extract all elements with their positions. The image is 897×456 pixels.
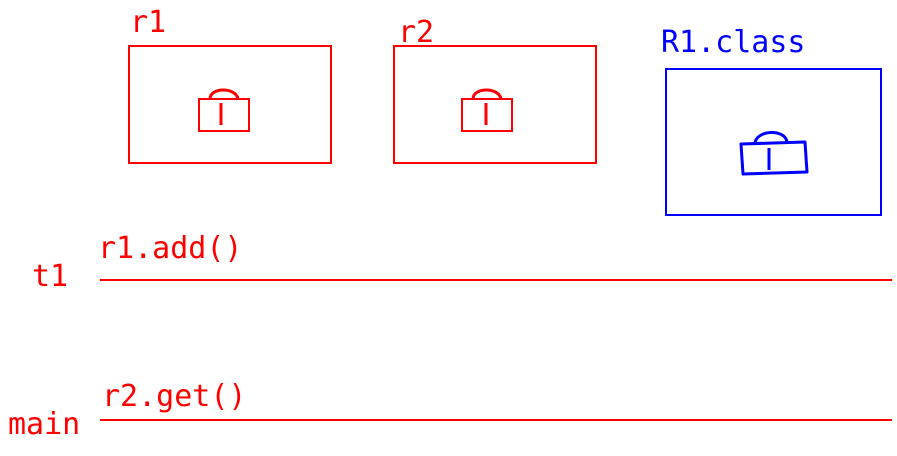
- class-box-r1: [665, 68, 882, 216]
- object-box-r1: [128, 45, 332, 164]
- thread-label-main: main: [8, 407, 81, 442]
- object-box-r2: [393, 45, 597, 164]
- thread-call-main: r2.get(): [102, 379, 247, 414]
- thread-label-t1: t1: [32, 259, 69, 294]
- lock-icon: [461, 88, 513, 132]
- object-label-r1: r1: [130, 5, 167, 40]
- lock-icon: [198, 88, 250, 132]
- object-label-r2: r2: [398, 15, 435, 50]
- class-label-r1: R1.class: [661, 25, 806, 60]
- thread-line-t1: [100, 279, 892, 281]
- lock-icon: [739, 131, 809, 176]
- thread-call-t1: r1.add(): [98, 231, 243, 266]
- thread-line-main: [100, 419, 892, 421]
